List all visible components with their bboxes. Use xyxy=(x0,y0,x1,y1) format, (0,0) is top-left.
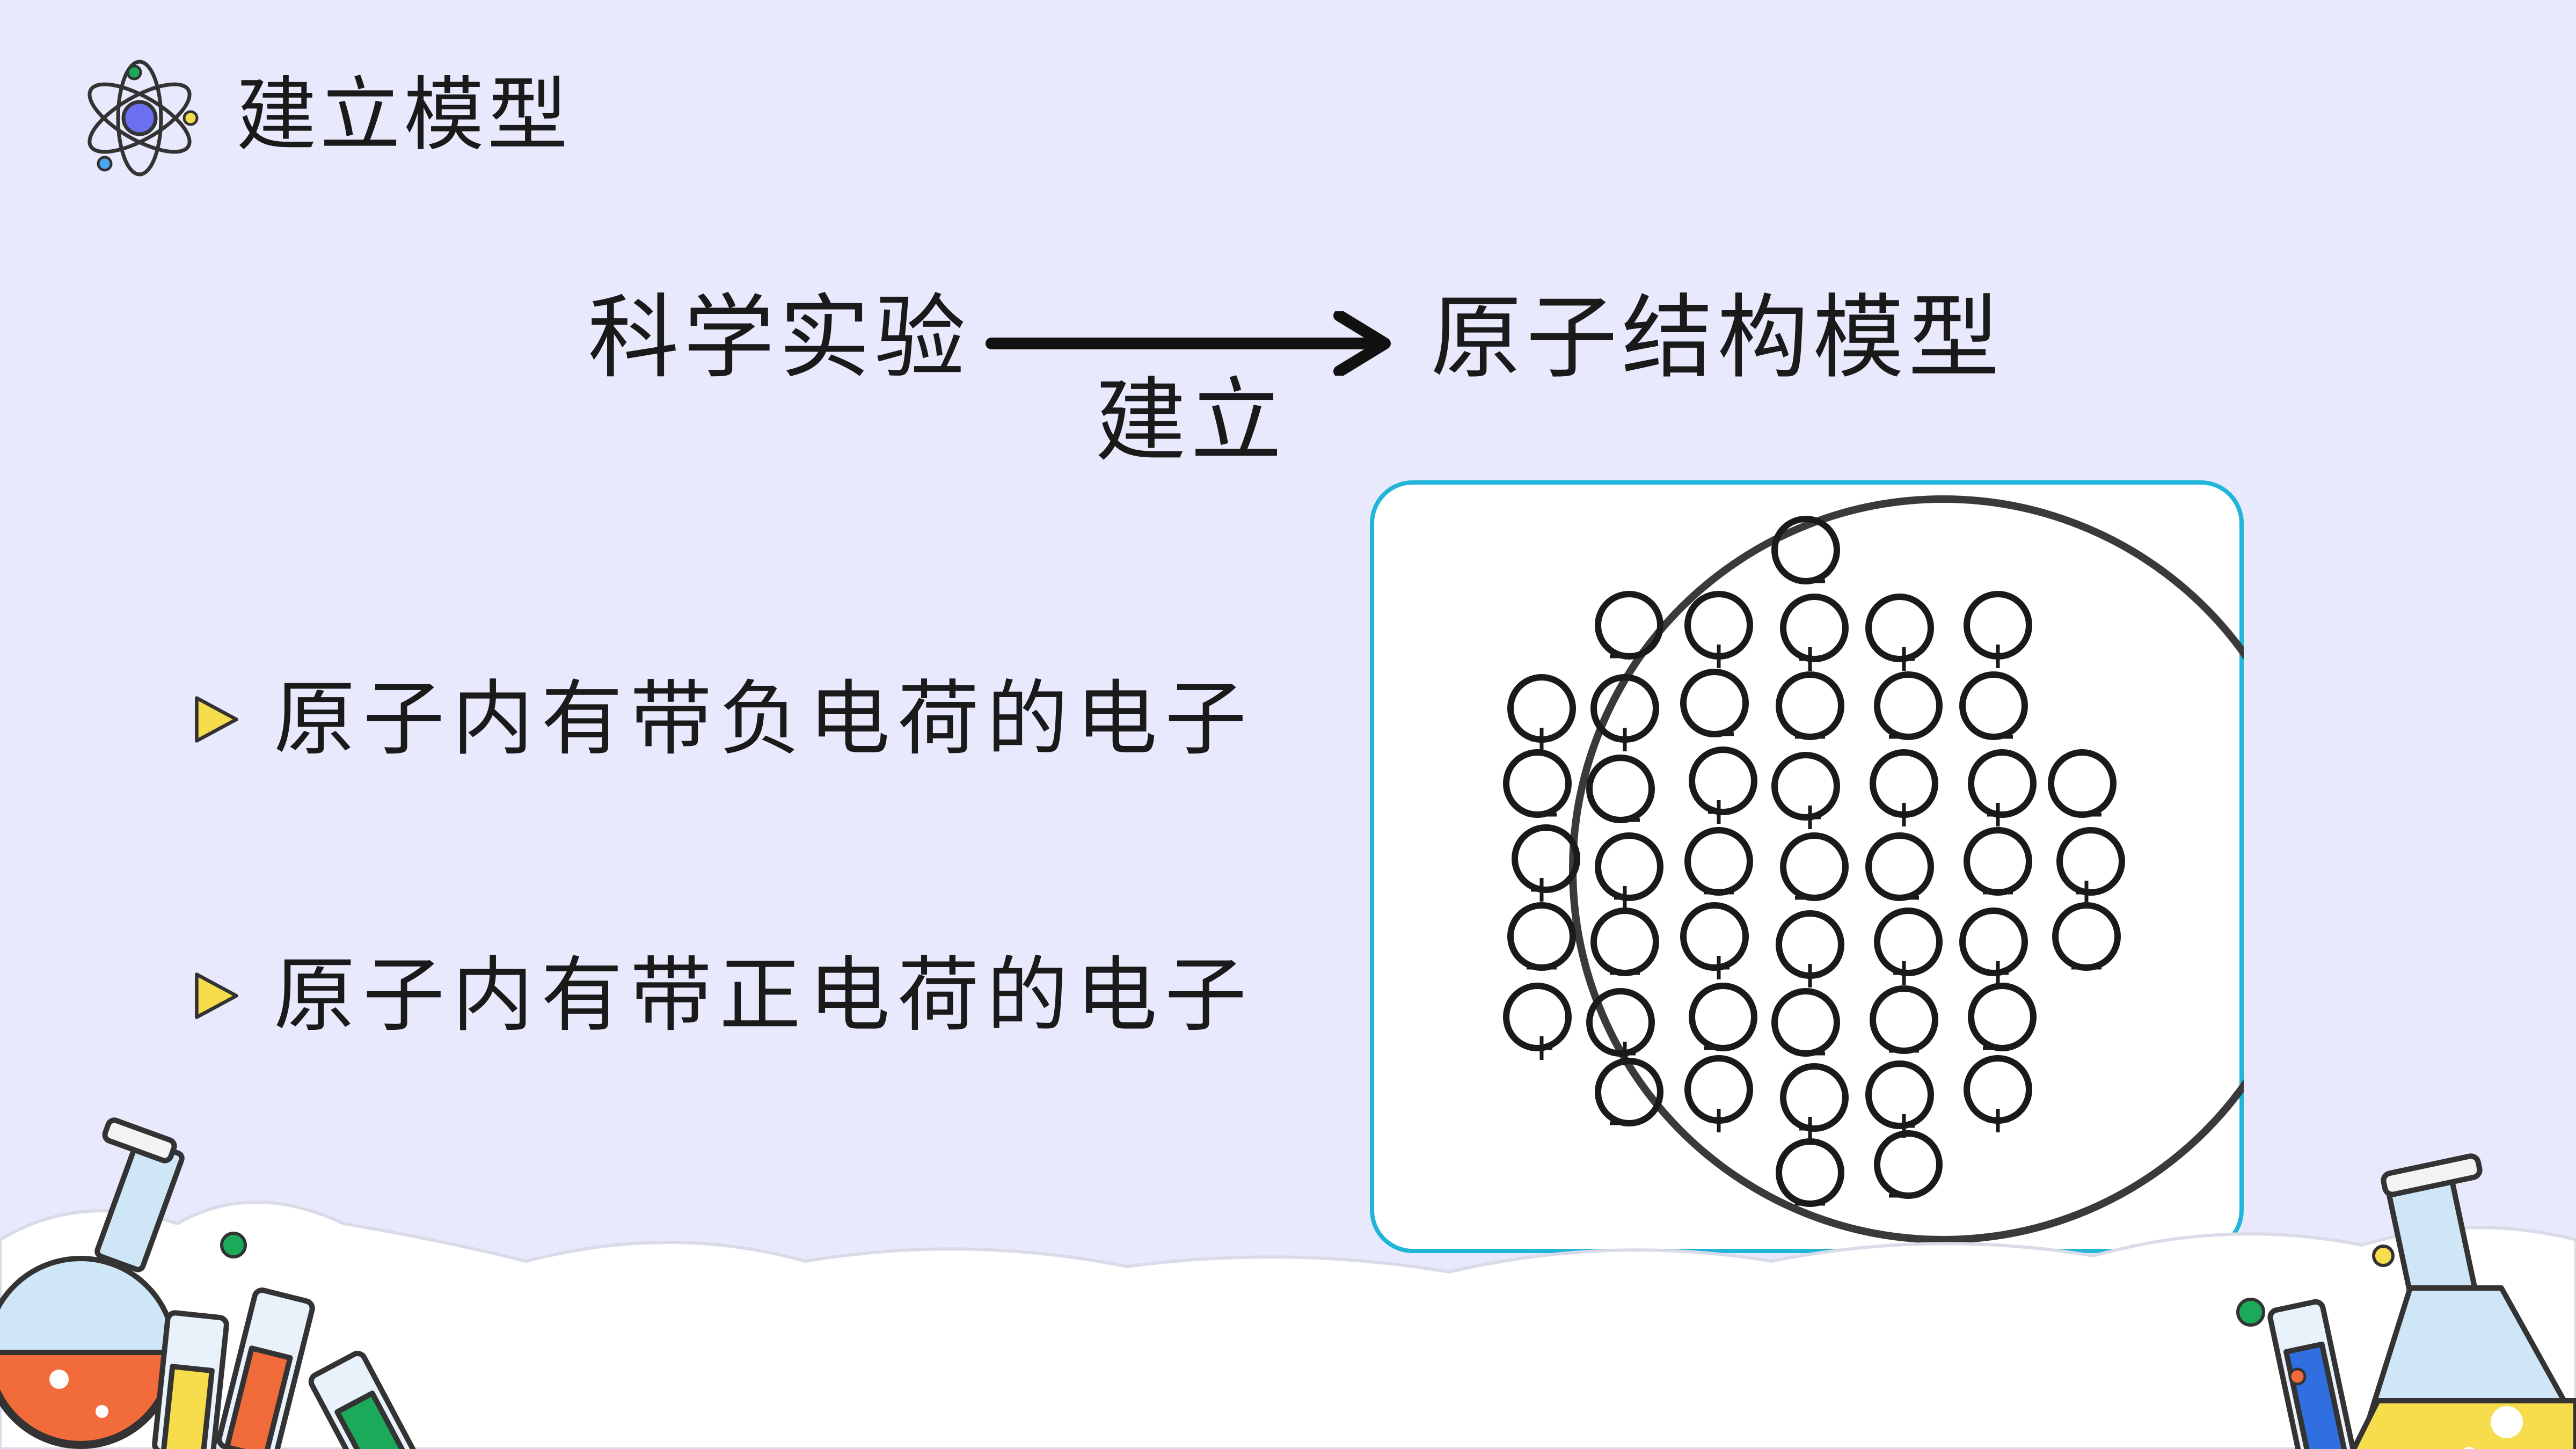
electron-ring xyxy=(1590,908,1659,976)
bullet-text: 原子内有带负电荷的电子 xyxy=(274,671,1254,766)
positive-charge-sign xyxy=(1893,647,1915,671)
electron-ring xyxy=(1595,591,1663,660)
positive-charge-sign xyxy=(1987,1109,2009,1132)
positive-charge-sign xyxy=(1987,961,2009,985)
positive-charge-sign xyxy=(1708,1109,1730,1132)
electron-ring xyxy=(1964,827,2032,896)
electron-ring xyxy=(1595,832,1663,901)
bullet-text: 原子内有带正电荷的电子 xyxy=(274,948,1254,1043)
positive-charge-sign xyxy=(1531,1036,1552,1060)
positive-charge-sign xyxy=(1893,961,1915,985)
electron-ring xyxy=(1870,985,1938,1054)
electron-ring xyxy=(1874,671,1943,740)
positive-charge-sign xyxy=(1708,956,1730,979)
electron-ring xyxy=(1874,908,1943,976)
positive-charge-sign xyxy=(1614,728,1636,751)
positive-charge-sign xyxy=(1987,645,2009,668)
electron-ring xyxy=(1776,671,1844,740)
positive-charge-sign xyxy=(1893,803,1915,826)
electron-ring xyxy=(2052,902,2121,971)
electron-ring xyxy=(2048,749,2117,818)
electron-ring xyxy=(1689,983,1757,1051)
electron-ring xyxy=(2056,827,2125,896)
electron-ring xyxy=(1865,594,1934,662)
positive-charge-sign xyxy=(1531,878,1552,902)
electron-ring xyxy=(1680,669,1749,737)
electron-ring xyxy=(1959,908,2028,976)
positive-charge-sign xyxy=(1987,803,2009,826)
electron-ring xyxy=(1865,832,1934,901)
electron-ring xyxy=(1507,902,1576,971)
electron-ring xyxy=(1503,749,1572,818)
positive-charge-sign xyxy=(1799,806,1821,829)
positive-charge-sign xyxy=(1614,886,1636,910)
triangle-bullet-icon xyxy=(195,696,238,743)
electron-ring xyxy=(1684,827,1753,896)
electron-ring xyxy=(1968,749,2037,818)
plum-pudding-model-diagram xyxy=(1503,495,2244,1243)
bullet-positive-electrons: 原子内有带正电荷的电子 xyxy=(191,955,1254,1036)
experiment-label: 科学实验 xyxy=(588,285,970,391)
atom-icon xyxy=(87,60,199,177)
lab-glassware-decoration xyxy=(0,1117,2576,1449)
electron-ring xyxy=(1771,988,1840,1057)
positive-charge-sign xyxy=(1708,645,1730,668)
triangle-bullet-icon xyxy=(195,972,238,1019)
electron-ring xyxy=(1503,983,1572,1051)
electron-ring xyxy=(1586,755,1655,823)
electron-ring xyxy=(1771,752,1840,821)
positive-charge-sign xyxy=(1531,728,1552,751)
electron-ring xyxy=(1959,671,2028,740)
model-label: 原子结构模型 xyxy=(1431,285,2004,391)
positive-charge-sign xyxy=(1799,964,1821,987)
electron-ring xyxy=(1968,983,2037,1051)
page-title: 建立模型 xyxy=(236,69,572,162)
electrons-group xyxy=(1503,516,2125,1207)
bullet-negative-electrons: 原子内有带负电荷的电子 xyxy=(191,671,1254,766)
arrow-label: 建立 xyxy=(1095,368,1287,474)
electron-ring xyxy=(1680,902,1749,971)
electron-ring xyxy=(1512,824,1580,893)
positive-charge-sign xyxy=(1799,647,1821,671)
electron-ring xyxy=(1689,747,1757,815)
right-arrow-icon xyxy=(986,311,1391,376)
electron-ring xyxy=(1780,832,1849,901)
positive-charge-sign xyxy=(2076,881,2097,904)
positive-charge-sign xyxy=(1708,800,1730,824)
positive-charge-sign xyxy=(1799,1117,1821,1140)
electron-ring xyxy=(1780,594,1849,662)
